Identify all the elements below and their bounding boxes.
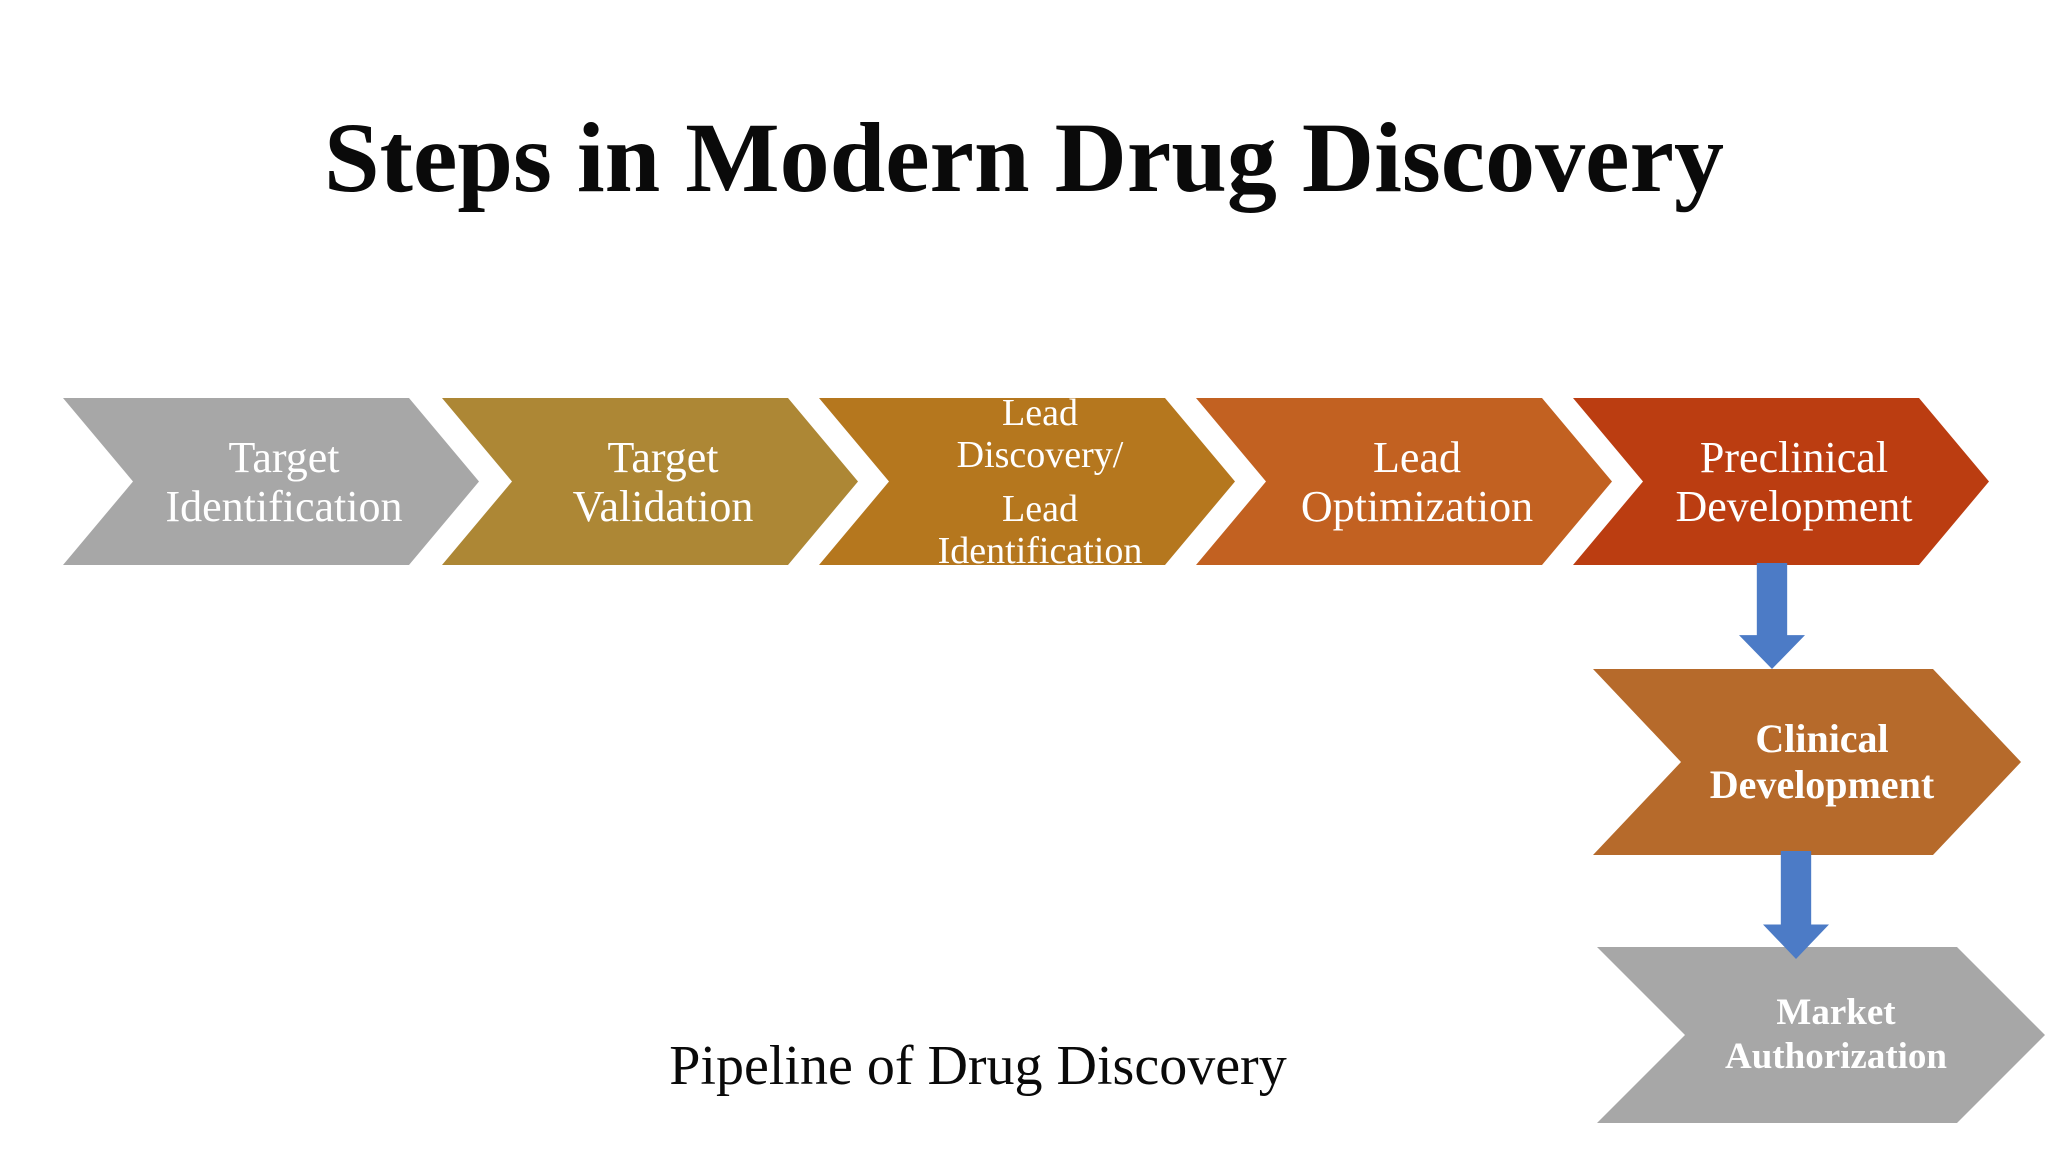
pipeline-caption: Pipeline of Drug Discovery — [669, 1035, 1287, 1097]
step-label-line: Discovery/ — [956, 433, 1124, 476]
step-label-line: Authorization — [1725, 1036, 1947, 1077]
step-label: Lead Optimization — [1275, 433, 1533, 531]
step-label-line: Target — [228, 432, 340, 482]
step-label: Target Validation — [547, 433, 754, 531]
step-label-line: Lead — [1002, 391, 1078, 434]
step-label-line: Validation — [572, 481, 754, 531]
step-label-line: Clinical — [1755, 716, 1889, 761]
slide-title: Steps in Modern Drug Discovery — [324, 102, 1724, 213]
step-label-line: Lead — [1373, 432, 1461, 482]
flow-down-arrow-2-icon — [1763, 851, 1829, 959]
pipeline-step-target-identification: Target Identification — [63, 398, 479, 565]
step-label: Target Identification — [139, 433, 402, 531]
step-label: Preclinical Development — [1649, 433, 1912, 531]
step-label-line: Identification — [937, 529, 1143, 572]
step-label-line: Preclinical — [1699, 432, 1889, 482]
step-label-line: Lead — [1002, 487, 1078, 530]
pipeline-step-market-authorization: Market Authorization — [1597, 947, 2045, 1123]
step-label: Lead Discovery/ Lead Identification — [912, 391, 1143, 572]
pipeline-step-lead-optimization: Lead Optimization — [1196, 398, 1612, 565]
flow-down-arrow-1-icon — [1739, 563, 1805, 669]
pipeline-step-lead-discovery-identification: Lead Discovery/ Lead Identification — [819, 398, 1235, 565]
step-label-line: Market — [1776, 992, 1896, 1033]
step-label-line: Optimization — [1300, 481, 1534, 531]
step-label-line: Identification — [165, 481, 403, 531]
pipeline-step-preclinical-development: Preclinical Development — [1573, 398, 1989, 565]
step-label-line: Target — [607, 432, 719, 482]
step-label: Clinical Development — [1680, 716, 1934, 808]
pipeline-step-target-validation: Target Validation — [442, 398, 858, 565]
step-label-line: Development — [1709, 762, 1935, 807]
pipeline-step-clinical-development: Clinical Development — [1593, 669, 2021, 855]
step-label: Market Authorization — [1695, 991, 1947, 1079]
step-label-line: Development — [1675, 481, 1913, 531]
